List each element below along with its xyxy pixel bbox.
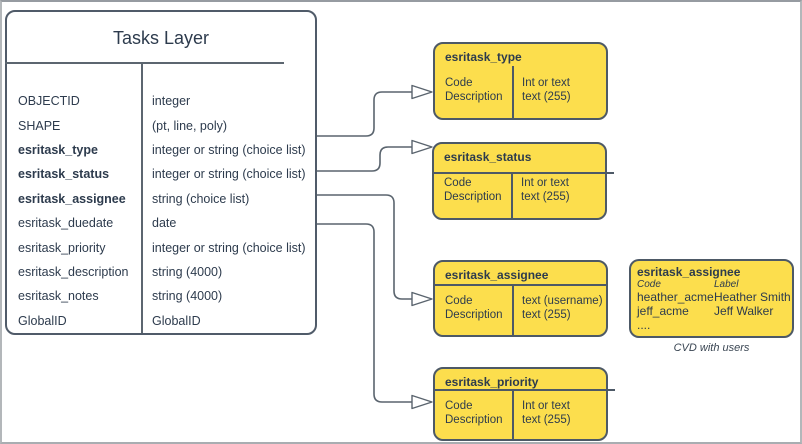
tasks-layer-title: Tasks Layer (112, 28, 210, 48)
field-row-esritask-duedate: esritask_duedate date (7, 211, 315, 235)
field-type: integer or string (choice list) (152, 240, 306, 255)
cvd-col-header-code: Code (637, 279, 661, 290)
domain-box-body: Code Description Int or text text (255) (435, 400, 606, 427)
tasks-layer-table: Tasks Layer OBJECTID integer SHAPE (pt, … (5, 10, 317, 335)
field-type: (pt, line, poly) (152, 118, 228, 133)
cvd-code: jeff_acme (637, 303, 689, 318)
value-divider (511, 172, 513, 218)
cvd-box-table: Code Label heather_acme Heather Smith je… (637, 279, 792, 318)
value-divider (512, 284, 514, 335)
field-name: esritask_status (18, 167, 110, 182)
field-name: esritask_description (18, 264, 129, 279)
field-type: integer (152, 94, 191, 109)
field-row-esritask-priority: esritask_priority integer or string (cho… (7, 235, 315, 259)
connector-esritask-assignee (317, 194, 412, 300)
arrowhead-icon (411, 139, 433, 155)
domain-box-title: esritask_type (445, 50, 522, 64)
cvd-col-header-label: Label (714, 279, 739, 290)
field-row-shape: SHAPE (pt, line, poly) (7, 113, 315, 137)
arrowhead-icon (411, 394, 433, 410)
value-divider (512, 389, 514, 439)
domain-box-esritask-assignee: esritask_assignee Code Description text … (433, 260, 608, 337)
field-type: GlobalID (152, 313, 201, 328)
field-name: SHAPE (18, 118, 61, 133)
domain-box-esritask-priority: esritask_priority Code Description Int o… (433, 367, 615, 441)
domain-box-esritask-status: esritask_status Code Description Int or … (432, 142, 614, 220)
field-type: string (choice list) (152, 191, 250, 206)
domain-box-title: esritask_priority (445, 375, 539, 389)
domain-keys: Code Description (445, 77, 503, 103)
arrowhead-icon (411, 291, 433, 307)
connector-esritask-priority (317, 223, 412, 403)
cvd-box-title: esritask_assignee (637, 265, 741, 279)
field-type: integer or string (choice list) (152, 167, 306, 182)
connector-esritask-type (317, 91, 412, 137)
field-row-esritask-type: esritask_type integer or string (choice … (7, 138, 315, 162)
domain-keys: Code Description (445, 295, 503, 321)
field-row-objectid: OBJECTID integer (7, 89, 315, 113)
cvd-label: Jeff Walker (714, 303, 774, 318)
field-rows: OBJECTID integer SHAPE (pt, line, poly) … (7, 89, 315, 333)
field-type: date (152, 216, 177, 231)
domain-values: Int or text text (255) (522, 77, 571, 103)
cvd-ellipsis: .... (637, 318, 651, 332)
field-type: integer or string (choice list) (152, 142, 306, 157)
domain-keys: Code Description (444, 177, 502, 203)
domain-box-title: esritask_assignee (445, 268, 549, 282)
field-row-esritask-notes: esritask_notes string (4000) (7, 284, 315, 308)
header-divider (435, 284, 606, 286)
field-name: esritask_priority (18, 240, 106, 255)
title-divider (5, 62, 284, 64)
domain-values: Int or text text (255) (521, 177, 570, 203)
field-name: esritask_duedate (18, 216, 114, 231)
domain-box-body: Code Description text (username) text (2… (435, 295, 606, 322)
field-row-esritask-assignee: esritask_assignee string (choice list) (7, 187, 315, 211)
field-type: string (4000) (152, 289, 223, 304)
cvd-users-box: esritask_assignee Code Label heather_acm… (629, 259, 794, 338)
column-divider (141, 64, 143, 333)
cvd-caption: CVD with users (673, 342, 750, 354)
field-type: string (4000) (152, 264, 223, 279)
field-row-globalid: GlobalID GlobalID (7, 309, 315, 333)
field-name: esritask_assignee (18, 191, 126, 206)
field-name: esritask_notes (18, 289, 99, 304)
cvd-code: heather_acme (637, 290, 714, 304)
field-name: esritask_type (18, 142, 98, 157)
domain-box-title: esritask_status (444, 150, 532, 164)
value-divider (512, 66, 514, 118)
domain-values: text (username) text (255) (522, 295, 603, 321)
domain-box-body: Code Description Int or text text (255) (435, 77, 606, 104)
header-divider (434, 172, 614, 174)
field-row-esritask-description: esritask_description string (4000) (7, 260, 315, 284)
connector-esritask-status (317, 146, 412, 172)
domain-values: Int or text text (255) (522, 400, 571, 426)
domain-box-esritask-type: esritask_type Code Description Int or te… (433, 42, 608, 120)
arrowhead-icon (411, 84, 433, 100)
domain-keys: Code Description (445, 400, 503, 426)
field-name: GlobalID (18, 313, 67, 328)
field-name: OBJECTID (18, 94, 80, 109)
header-divider (435, 389, 615, 391)
field-row-esritask-status: esritask_status integer or string (choic… (7, 162, 315, 186)
cvd-label: Heather Smith (714, 290, 791, 304)
domain-box-body: Code Description Int or text text (255) (434, 177, 605, 204)
